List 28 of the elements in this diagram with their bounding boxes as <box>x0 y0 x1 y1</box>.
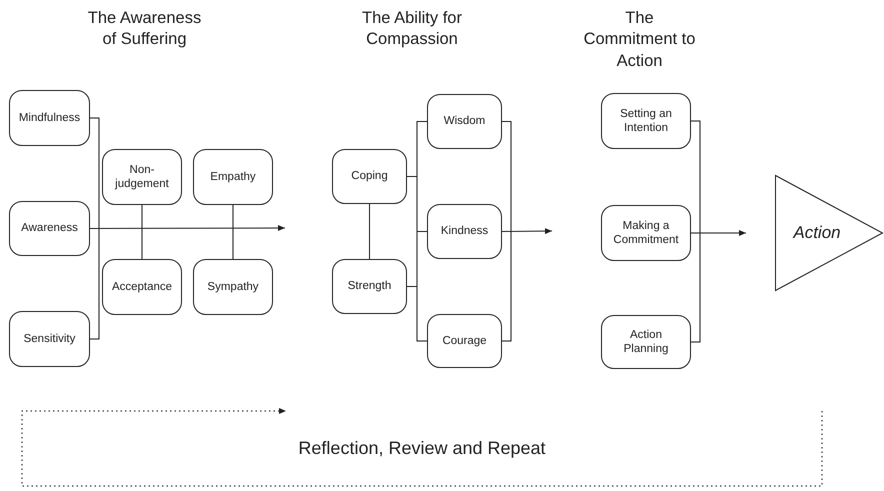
column-heading: The Awareness of Suffering <box>86 8 202 50</box>
rounded-box: Awareness <box>9 201 90 256</box>
rounded-box: Strength <box>332 259 407 314</box>
connector-line <box>232 204 234 260</box>
rounded-box: Kindness <box>427 204 502 259</box>
rounded-box: Coping <box>332 149 407 204</box>
rounded-box: Acceptance <box>102 259 182 315</box>
connector-line <box>690 120 700 342</box>
rounded-box: Non-judgement <box>102 149 182 205</box>
rounded-box: Empathy <box>193 149 273 205</box>
rounded-box: Action Planning <box>601 315 691 369</box>
connector-line <box>502 121 512 342</box>
connector-line <box>90 118 100 340</box>
arrow <box>90 225 286 232</box>
arrow <box>502 228 552 234</box>
column-heading: The Commitment to Action <box>582 8 696 72</box>
loop-label: Reflection, Review and Repeat <box>298 438 546 459</box>
action-label: Action <box>793 223 841 243</box>
rounded-box: Sympathy <box>193 259 273 315</box>
rounded-box: Courage <box>427 314 502 368</box>
rounded-box: Wisdom <box>427 94 502 149</box>
rounded-box: Sensitivity <box>9 311 90 367</box>
arrow <box>690 230 746 236</box>
rounded-box: Setting an Intention <box>601 93 691 149</box>
rounded-box: Making a Commitment <box>601 205 691 261</box>
connector-line <box>369 204 370 260</box>
column-heading: The Ability for Compassion <box>361 8 463 50</box>
rounded-box: Mindfulness <box>9 90 90 146</box>
